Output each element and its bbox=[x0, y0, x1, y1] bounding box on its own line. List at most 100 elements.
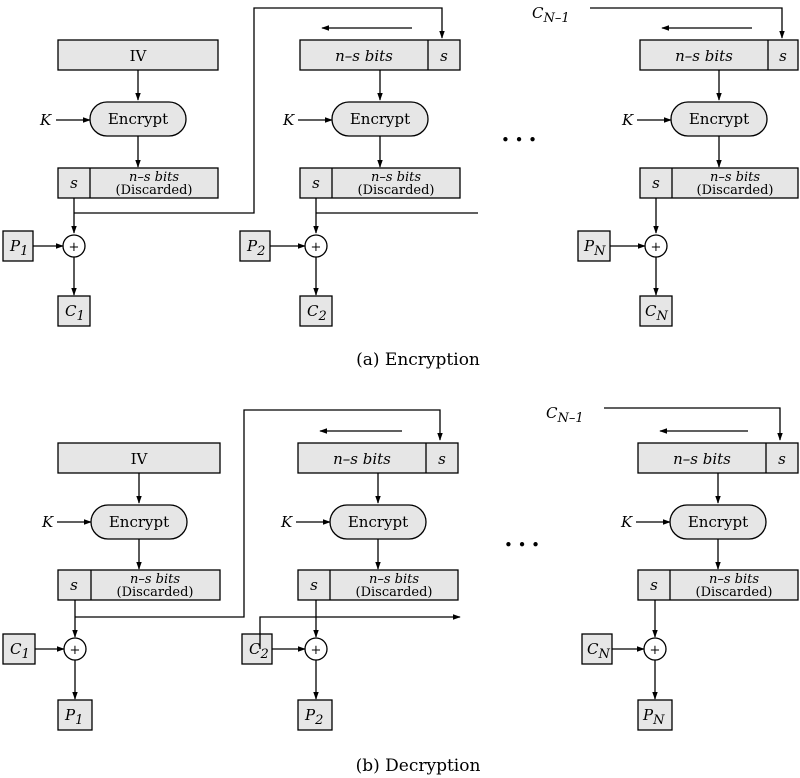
plaintext-input-n bbox=[577, 230, 611, 262]
feedback-line bbox=[604, 407, 783, 441]
shift-register bbox=[639, 39, 799, 71]
output-register bbox=[297, 569, 459, 601]
output-sub: N bbox=[652, 713, 665, 728]
s-label: s bbox=[312, 174, 320, 192]
svg-text:n–s bits: n–s bits bbox=[129, 170, 179, 185]
input-sub: 2 bbox=[259, 647, 268, 662]
discarded-label: (Discarded) bbox=[356, 585, 433, 600]
enc-stage-n: CN–1 n–s bits s K Encrypt s n–s bits (Di… bbox=[532, 4, 799, 327]
svg-text:CN: CN bbox=[645, 302, 668, 324]
plaintext-input-2 bbox=[239, 230, 271, 262]
svg-text:CN–1: CN–1 bbox=[532, 4, 570, 26]
prev-cipher-sub: N–1 bbox=[542, 11, 569, 26]
s-label: s bbox=[70, 576, 78, 594]
decryption-section: IV K Encrypt s n–s bits (Discarded) C 1 +… bbox=[2, 404, 799, 776]
key-label: K bbox=[621, 111, 634, 129]
svg-text:PN: PN bbox=[583, 237, 606, 259]
ciphertext-output-2 bbox=[299, 295, 333, 327]
output-register bbox=[639, 167, 799, 199]
ciphertext-output-n bbox=[639, 295, 673, 327]
input-sub: N bbox=[593, 244, 606, 259]
shift-register bbox=[297, 442, 459, 474]
dec-stage-2: n–s bits s K Encrypt s n–s bits (Discard… bbox=[241, 428, 461, 731]
input-base: C bbox=[587, 640, 599, 658]
encryption-section: IV K Encrypt s n–s bits (Discarded) P1 +… bbox=[2, 4, 799, 370]
output-base: P bbox=[304, 706, 316, 724]
iv-label: IV bbox=[131, 450, 149, 468]
s-label: s bbox=[70, 174, 78, 192]
s-label: s bbox=[650, 576, 658, 594]
discarded-label: (Discarded) bbox=[117, 585, 194, 600]
discard-bits-label: n–s bits bbox=[369, 572, 419, 587]
svg-text:n–s bits: n–s bits bbox=[709, 572, 759, 587]
xor-label: + bbox=[69, 240, 80, 255]
output-sub: 1 bbox=[75, 713, 83, 728]
svg-text:P2: P2 bbox=[304, 706, 323, 728]
svg-text:P1: P1 bbox=[64, 706, 83, 728]
output-sub: 2 bbox=[314, 713, 323, 728]
shift-register bbox=[637, 442, 799, 474]
plaintext-output-1 bbox=[57, 699, 93, 731]
shift-bits-label: n–s bits bbox=[333, 450, 391, 468]
iv-label: IV bbox=[130, 47, 148, 65]
output-register bbox=[637, 569, 799, 601]
dec-stage-n: CN–1 n–s bits s K Encrypt s n–s bits (Di… bbox=[546, 404, 799, 731]
output-base: P bbox=[64, 706, 76, 724]
output-base: P bbox=[642, 706, 654, 724]
discarded-label: (Discarded) bbox=[116, 183, 193, 198]
plaintext-output-2 bbox=[297, 699, 333, 731]
shift-bits-label: n–s bits bbox=[673, 450, 731, 468]
input-base: P bbox=[583, 237, 595, 255]
svg-text:PN: PN bbox=[642, 706, 665, 728]
s-label: s bbox=[440, 47, 448, 65]
s-label: s bbox=[438, 450, 446, 468]
discard-bits-label: n–s bits bbox=[710, 170, 760, 185]
s-label: s bbox=[779, 47, 787, 65]
output-base: C bbox=[307, 302, 319, 320]
discard-bits-label: n–s bits bbox=[709, 572, 759, 587]
prev-cipher-base: C bbox=[546, 404, 558, 422]
ellipsis: • • • bbox=[504, 536, 540, 554]
output-sub: 1 bbox=[76, 309, 84, 324]
svg-text:P2: P2 bbox=[246, 237, 265, 259]
input-sub: 1 bbox=[20, 244, 28, 259]
discard-bits-label: n–s bits bbox=[129, 170, 179, 185]
output-base: C bbox=[65, 302, 77, 320]
feedback-line bbox=[75, 409, 443, 618]
s-label: s bbox=[310, 576, 318, 594]
input-base: C bbox=[249, 640, 261, 658]
iv-box bbox=[57, 39, 219, 71]
discarded-label: (Discarded) bbox=[696, 585, 773, 600]
shift-register bbox=[299, 39, 461, 71]
shift-bits-label: n–s bits bbox=[675, 47, 733, 65]
discarded-label: (Discarded) bbox=[697, 183, 774, 198]
discarded-label: (Discarded) bbox=[358, 183, 435, 198]
output-base: C bbox=[645, 302, 657, 320]
feedback-line bbox=[590, 7, 785, 39]
output-register bbox=[57, 569, 221, 601]
svg-text:CN–1: CN–1 bbox=[546, 404, 584, 426]
feedback-line bbox=[74, 7, 445, 214]
input-sub: 1 bbox=[21, 647, 29, 662]
svg-text:C1: C1 bbox=[65, 302, 85, 324]
input-base: P bbox=[9, 237, 21, 255]
output-register bbox=[299, 167, 461, 199]
dec-stage-1: IV K Encrypt s n–s bits (Discarded) C 1 +… bbox=[2, 409, 443, 731]
prev-cipher-base: C bbox=[532, 4, 544, 22]
output-register bbox=[57, 167, 219, 199]
s-label: s bbox=[778, 450, 786, 468]
plaintext-output-n bbox=[637, 699, 673, 731]
encrypt-label: Encrypt bbox=[109, 513, 169, 531]
encryption-caption: (a) Encryption bbox=[356, 350, 480, 370]
discard-bits-label: n–s bits bbox=[371, 170, 421, 185]
svg-text:n–s bits: n–s bits bbox=[710, 170, 760, 185]
xor-label: + bbox=[70, 643, 81, 658]
decryption-caption: (b) Decryption bbox=[356, 756, 481, 776]
key-label: K bbox=[41, 513, 54, 531]
svg-text:C2: C2 bbox=[249, 640, 269, 662]
output-sub: N bbox=[655, 309, 668, 324]
input-sub: N bbox=[597, 647, 610, 662]
encrypt-label: Encrypt bbox=[108, 110, 168, 128]
ellipsis: • • • bbox=[501, 131, 537, 149]
